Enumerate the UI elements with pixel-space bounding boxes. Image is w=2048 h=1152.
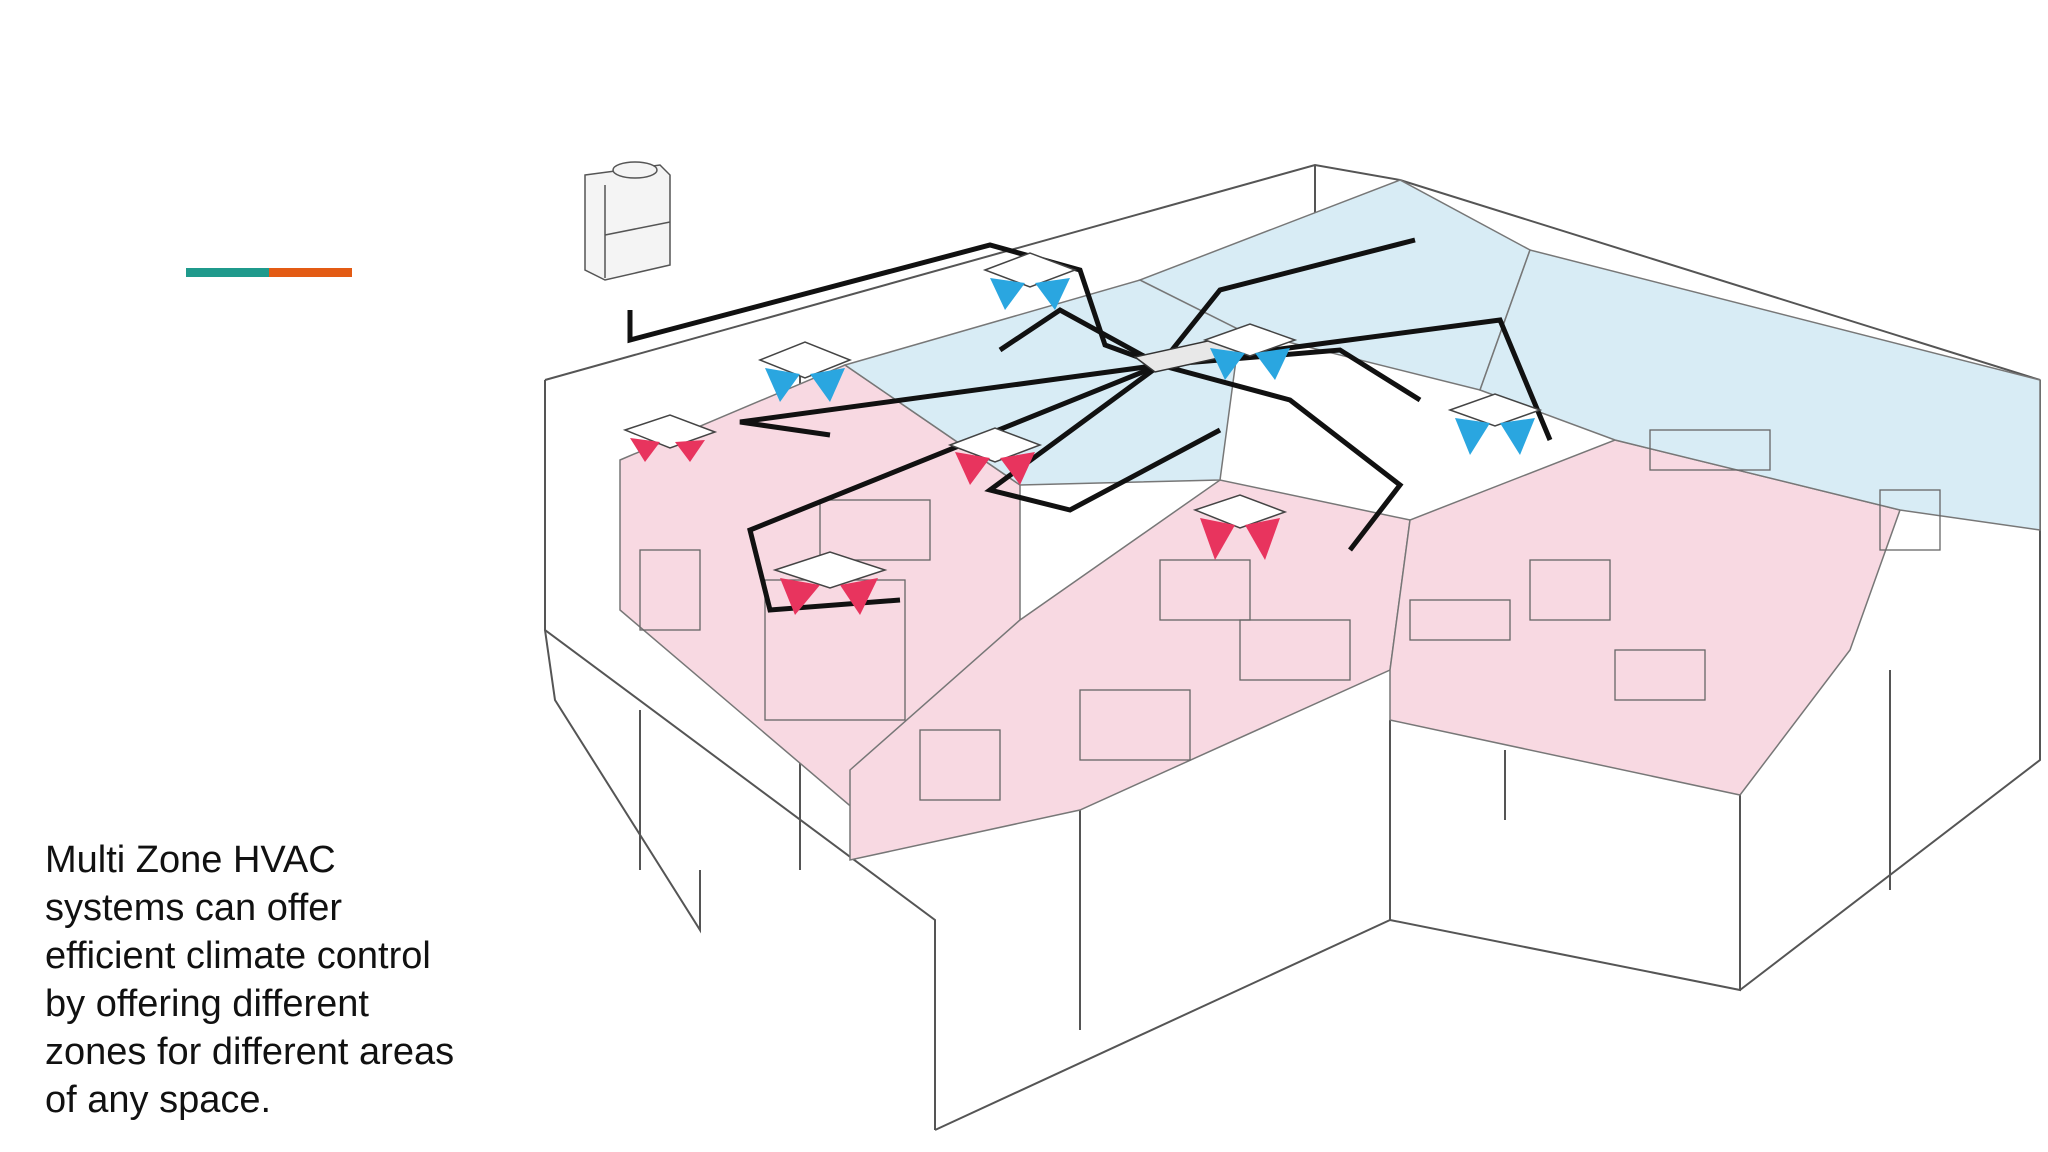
- indoor-unit-7: [1202, 323, 1298, 380]
- airflow-cooling: [1500, 418, 1535, 455]
- cooling-zone-3: [1479, 249, 2041, 531]
- airflow-heating: [630, 438, 660, 462]
- indoor-unit-8: [1447, 393, 1543, 455]
- indoor-unit-4: [1192, 494, 1288, 560]
- airflow-cooling: [1455, 418, 1490, 455]
- accent-bar-teal: [186, 268, 269, 277]
- building-walls: [544, 163, 2041, 1131]
- airflow-cooling: [1035, 278, 1070, 310]
- heating-zone-right: [1389, 439, 1901, 796]
- airflow-heating: [780, 578, 820, 615]
- indoor-unit-6: [982, 252, 1078, 310]
- airflow-heating: [840, 578, 878, 615]
- airflow-heating: [1200, 518, 1235, 560]
- indoor-unit-1: [622, 414, 718, 462]
- airflow-cooling: [765, 368, 800, 402]
- airflow-heating: [1000, 452, 1035, 485]
- accent-bar: [186, 268, 352, 277]
- indoor-unit-2: [772, 551, 888, 615]
- airflow-heating: [955, 452, 990, 485]
- airflow-cooling: [810, 368, 845, 402]
- accent-bar-orange: [269, 268, 352, 277]
- zone-floors: [619, 179, 2041, 861]
- airflow-cooling: [1210, 348, 1245, 380]
- indoor-unit-5: [757, 341, 853, 402]
- caption-text: Multi Zone HVAC systems can offer effici…: [45, 839, 455, 1121]
- airflow-cooling: [990, 278, 1025, 310]
- airflow-heating: [1245, 518, 1280, 560]
- airflow-heating: [675, 440, 705, 462]
- airflow-cooling: [1255, 348, 1290, 380]
- indoor-unit-3: [947, 427, 1043, 485]
- hvac-building-diagram: [520, 110, 2048, 1152]
- outdoor-unit: [584, 161, 671, 281]
